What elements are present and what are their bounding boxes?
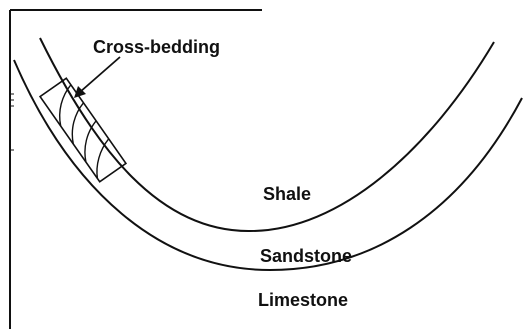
cross-bedding-arrowhead	[74, 86, 86, 98]
cross-bedding-leader-line	[79, 56, 121, 93]
left-edge-ticks	[10, 93, 14, 151]
limestone-label: Limestone	[258, 290, 348, 310]
sandstone-label: Sandstone	[260, 246, 352, 266]
cross-bedding-laminae-3	[84, 120, 97, 163]
cross-bedding-laminae-1	[58, 84, 72, 127]
cross-bedding-label: Cross-bedding	[93, 37, 220, 57]
shale-label: Shale	[263, 184, 311, 204]
cross-bedding-laminae-2	[71, 102, 85, 145]
cross-bedding-laminae-4	[96, 138, 110, 179]
sandstone-limestone-boundary	[13, 59, 523, 272]
cross-bedding-box	[38, 77, 128, 183]
shale-sandstone-boundary	[39, 37, 495, 233]
